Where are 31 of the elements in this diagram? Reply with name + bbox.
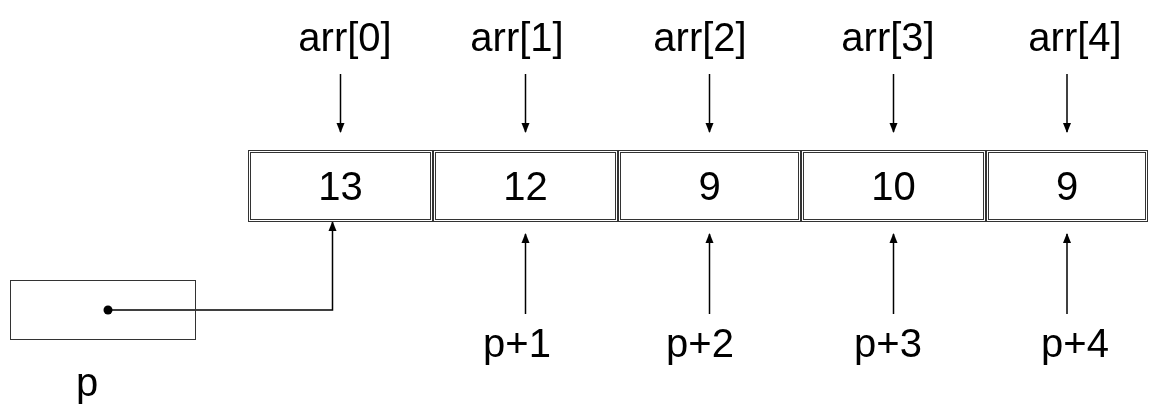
element-label: arr[3]: [833, 12, 943, 62]
array-cell: [986, 150, 1148, 222]
arrow: [889, 73, 898, 133]
pointer-name: p: [76, 362, 99, 402]
cell-value: 10: [871, 166, 916, 206]
pointer-offset-label: p+4: [1025, 318, 1125, 368]
pointer-box: [10, 280, 196, 340]
array-cell: [618, 150, 801, 222]
arrow: [889, 233, 898, 315]
pointer-offset-label: p+2: [650, 318, 750, 368]
arrow: [521, 233, 530, 315]
array-cell: [433, 150, 618, 222]
arrow: [1063, 73, 1071, 133]
arrow: [521, 73, 530, 133]
arrow: [1063, 233, 1071, 315]
element-label: arr[0]: [290, 12, 400, 62]
cell-value: 13: [318, 166, 363, 206]
pointer-offset-label: p+1: [467, 318, 567, 368]
arrow: [705, 73, 714, 133]
cell-value: 9: [698, 166, 721, 206]
arrow: [103, 221, 337, 315]
arrow: [336, 73, 345, 133]
array-cell: [248, 150, 433, 222]
arrow: [705, 233, 714, 315]
element-label: arr[1]: [462, 12, 572, 62]
cell-value: 12: [503, 166, 548, 206]
pointer-offset-label: p+3: [838, 318, 938, 368]
element-label: arr[2]: [645, 12, 755, 62]
array-cell: [801, 150, 986, 222]
cell-value: 9: [1055, 166, 1079, 206]
element-label: arr[4]: [1020, 12, 1130, 62]
